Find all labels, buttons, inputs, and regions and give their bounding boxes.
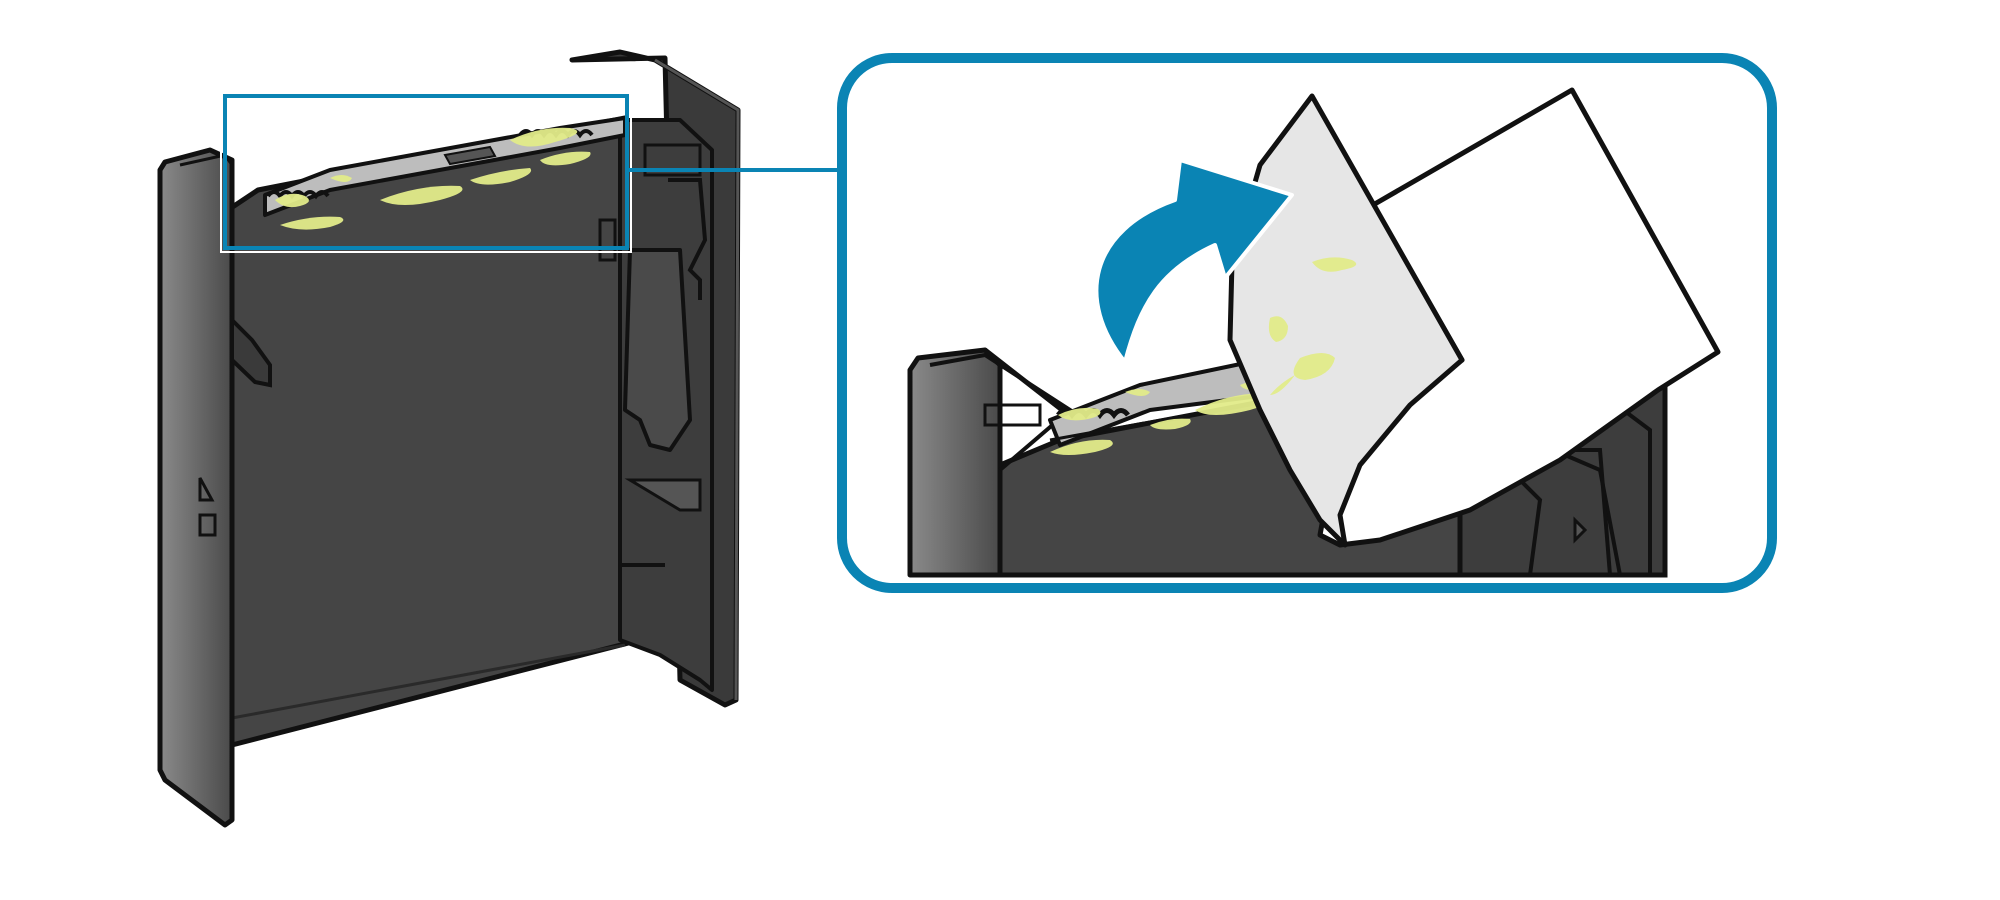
zoom-frame <box>837 53 1777 593</box>
left-side-wall <box>157 147 235 828</box>
residue-on-sheet <box>1268 257 1357 395</box>
main-panel <box>225 115 643 748</box>
zoom-detail-panel <box>837 53 1777 593</box>
printer-part-illustration <box>157 49 741 828</box>
residue-stains-main <box>275 127 591 230</box>
lift-arrow-icon <box>1094 158 1294 364</box>
